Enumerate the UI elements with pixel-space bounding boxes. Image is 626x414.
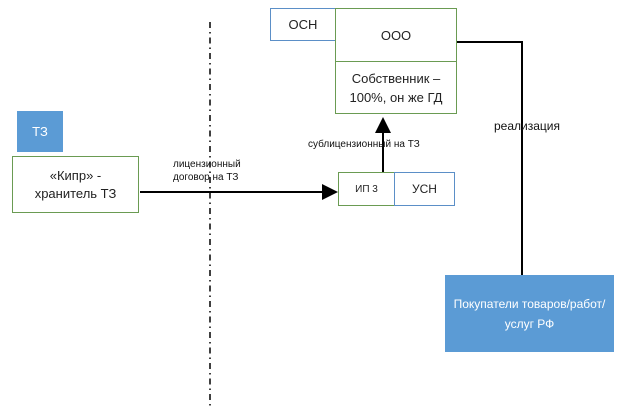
tz-tag-box: ТЗ <box>17 111 63 152</box>
license-label: лицензионный договор на ТЗ <box>173 159 241 183</box>
owner-box: Собственник – 100%, он же ГД <box>335 61 457 114</box>
osn-text: ОСН <box>288 17 318 32</box>
osn-box: ОСН <box>270 8 336 41</box>
ip-text: ИП 3 <box>355 183 378 195</box>
usn-box: УСН <box>394 172 455 206</box>
sales-line <box>457 41 523 275</box>
usn-text: УСН <box>412 182 437 196</box>
cyprus-box: «Кипр» - хранитель ТЗ <box>12 156 139 213</box>
ip-box: ИП 3 <box>338 172 395 206</box>
ooo-text: ООО <box>380 27 412 43</box>
cyprus-text: «Кипр» - хранитель ТЗ <box>34 167 117 201</box>
sublicense-label: сублицензионный на ТЗ <box>308 139 420 150</box>
sales-label: реализация <box>494 119 560 133</box>
tz-tag-text: ТЗ <box>32 124 48 139</box>
owner-text: Собственник – 100%, он же ГД <box>349 70 443 105</box>
buyers-text: Покупатели товаров/работ/услуг РФ <box>453 296 606 331</box>
ooo-box: ООО <box>335 8 457 62</box>
buyers-box: Покупатели товаров/работ/услуг РФ <box>445 275 614 352</box>
